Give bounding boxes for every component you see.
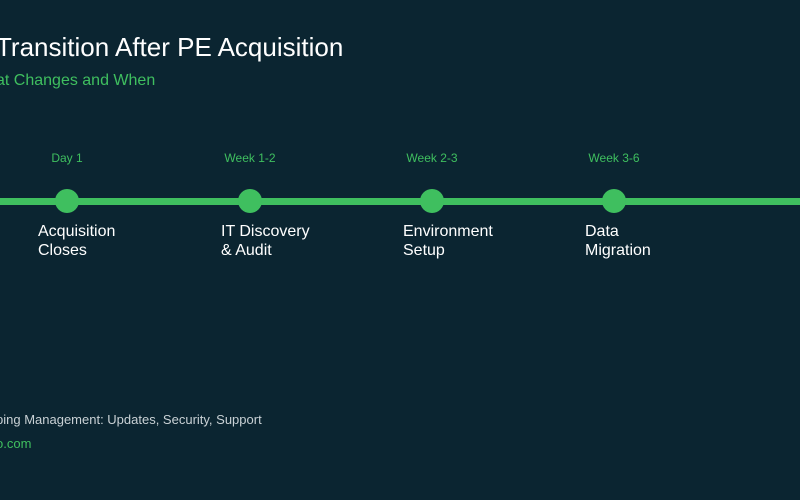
milestone-phase: Day 1 [51, 151, 83, 165]
slide-subtitle: at Changes and When [0, 72, 156, 89]
timeline-line [0, 198, 800, 205]
milestone-phase: Week 3-6 [588, 151, 640, 165]
milestone-phase: Week 1-2 [224, 151, 276, 165]
footer-link[interactable]: o.com [0, 436, 32, 451]
milestone-dot [55, 189, 79, 213]
milestone-label: IT Discovery & Audit [221, 223, 310, 259]
milestone-label: Acquisition Closes [38, 223, 116, 259]
slide-title: Transition After PE Acquisition [0, 32, 344, 62]
milestone-label: Environment Setup [403, 223, 493, 259]
footer-text: ping Management: Updates, Security, Supp… [0, 412, 262, 427]
milestone-label: Data Migration [585, 223, 651, 259]
milestone-dot [602, 189, 626, 213]
milestone-dot [238, 189, 262, 213]
milestone-dot [420, 189, 444, 213]
milestone-phase: Week 2-3 [406, 151, 458, 165]
